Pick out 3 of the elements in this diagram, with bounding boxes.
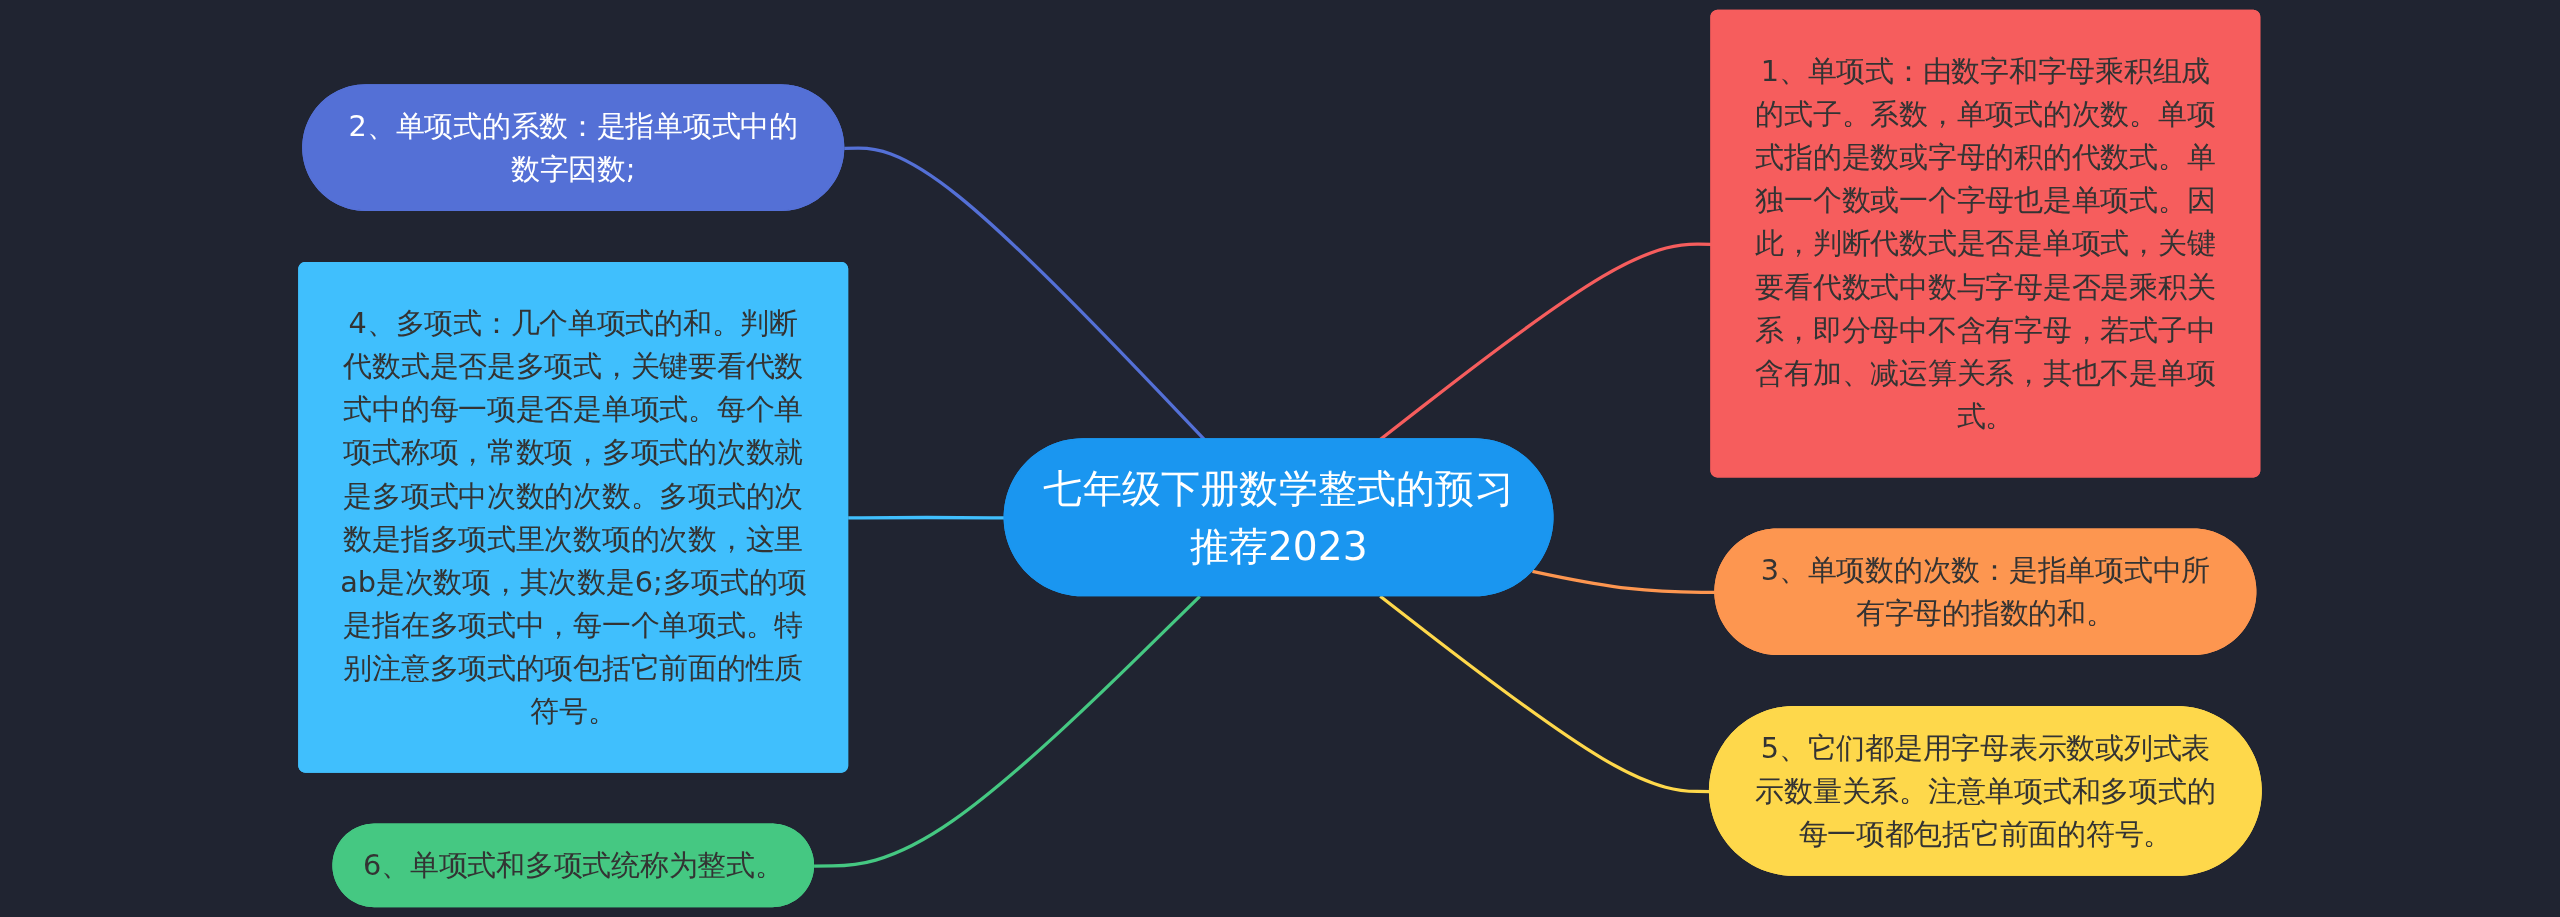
connector bbox=[848, 515, 1005, 520]
connector bbox=[1532, 569, 1716, 595]
connector bbox=[814, 595, 1201, 868]
